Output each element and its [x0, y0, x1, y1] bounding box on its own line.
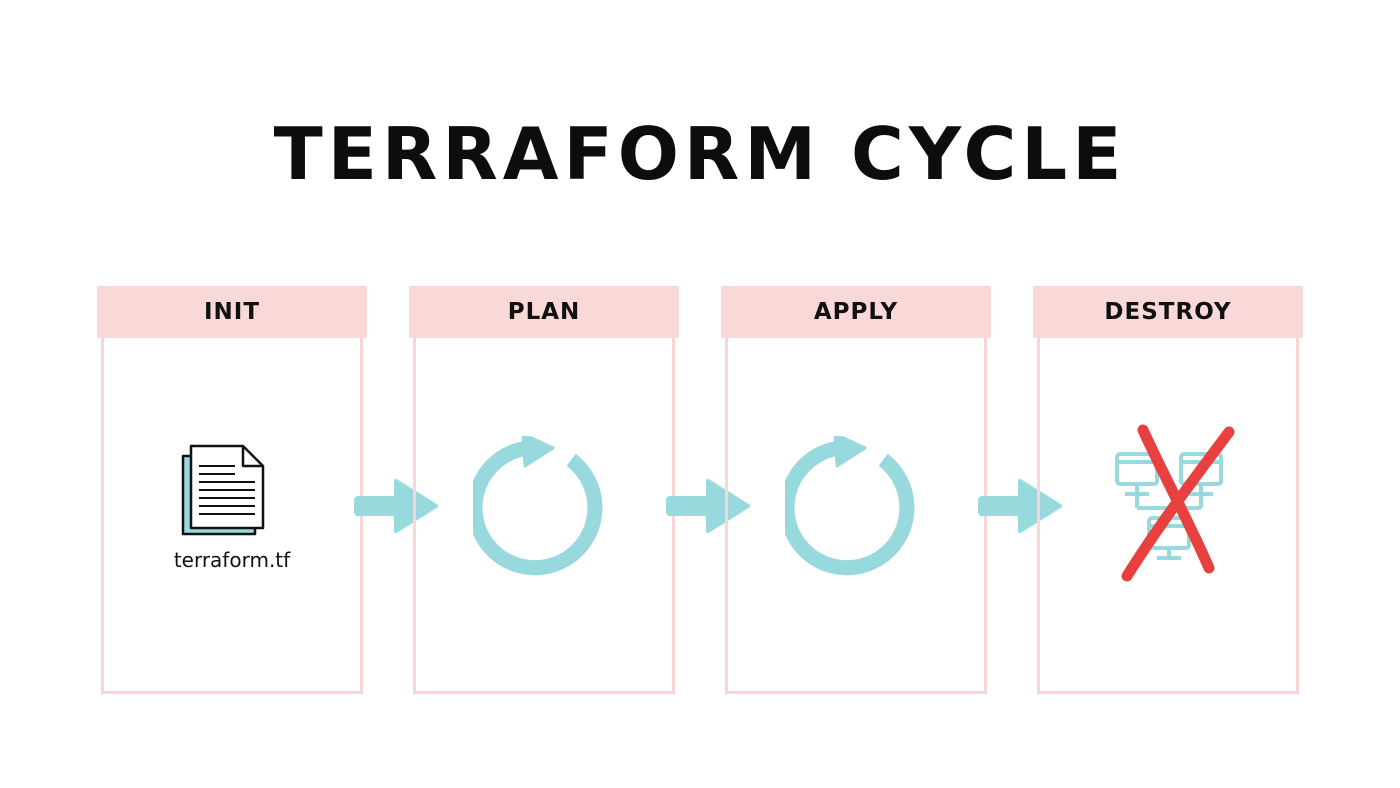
- stage-init-card: INIT terraform.tf: [97, 286, 367, 694]
- diagram-title: TERRAFORM CYCLE: [273, 112, 1127, 196]
- arrow-right-icon: [978, 479, 1062, 533]
- stage-destroy-header: DESTROY: [1033, 286, 1303, 338]
- stage-init-header: INIT: [97, 286, 367, 338]
- arrow-right-icon: [354, 479, 438, 533]
- stage-card-border: [1037, 304, 1299, 694]
- stage-plan-header: PLAN: [409, 286, 679, 338]
- stage-apply-card: APPLY: [721, 286, 991, 694]
- stage-destroy-card: DESTROY: [1033, 286, 1303, 694]
- stage-apply-header: APPLY: [721, 286, 991, 338]
- servers-crossed-out-icon: [1115, 424, 1235, 582]
- file-name-label: terraform.tf: [173, 548, 291, 572]
- document-icon: [181, 444, 265, 536]
- stage-plan-card: PLAN: [409, 286, 679, 694]
- arrow-right-icon: [666, 479, 750, 533]
- refresh-icon: [473, 436, 603, 576]
- refresh-icon: [785, 436, 915, 576]
